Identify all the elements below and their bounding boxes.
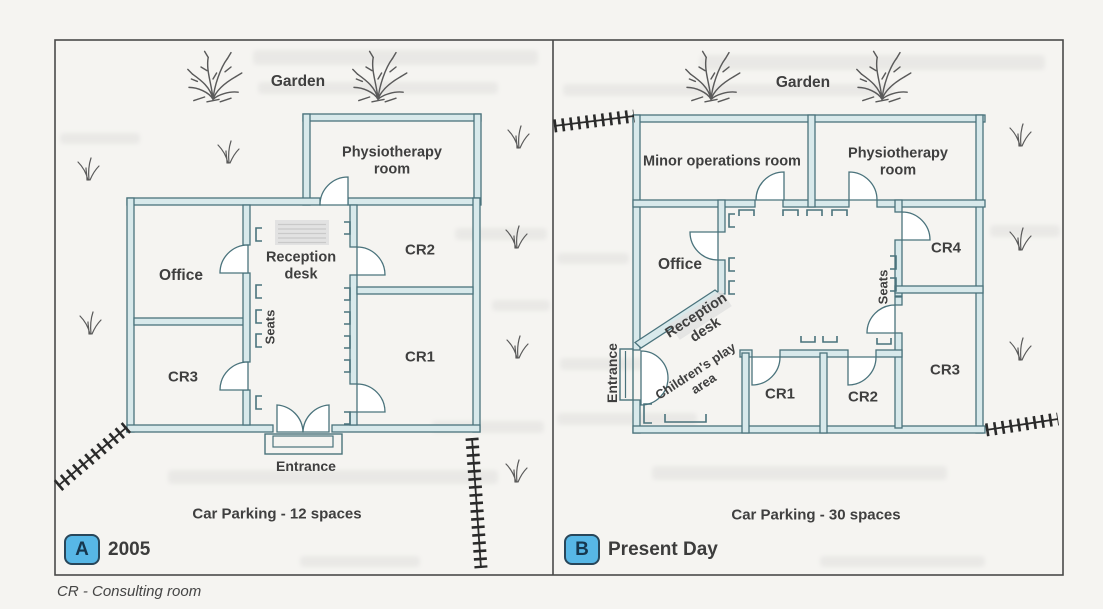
panel-b-reception-desk-hatch: [669, 290, 732, 340]
room-label-cr1-a: CR1: [404, 348, 436, 366]
fence-b-bottom-right: [985, 412, 1059, 437]
room-label-office-b: Office: [658, 256, 702, 274]
garden-label-b: Garden: [775, 74, 831, 92]
entrance-label-a: Entrance: [276, 457, 336, 474]
panel-b-doors: [640, 171, 931, 406]
panel-b-seats-brackets: [728, 209, 897, 345]
panel-b-title: Present Day: [608, 539, 718, 560]
panel-a-walls: [126, 113, 482, 433]
panel-a-entrance-porch: [264, 433, 343, 455]
bleed-smudge: [258, 82, 498, 94]
entrance-door-left-a: [276, 404, 304, 433]
panel-b-walls: [632, 114, 986, 434]
room-label-cr2-b: CR2: [847, 388, 879, 406]
fence-a-right: [465, 437, 488, 569]
door-cr2-a: [356, 246, 386, 276]
garden-label-a: Garden: [270, 73, 326, 91]
bleed-smudge: [557, 413, 697, 425]
bleed-smudge: [300, 556, 420, 567]
room-label-office-a: Office: [159, 267, 203, 285]
door-physiotherapy-a: [319, 176, 349, 206]
seats-label-b: Seats: [875, 269, 891, 305]
panel-b-badge-letter: B: [575, 538, 589, 560]
bleed-smudge: [557, 253, 629, 264]
room-label-cr1-b: CR1: [764, 385, 796, 403]
panel-a-reception-desk-hatch: [275, 220, 329, 245]
room-label-physiotherapy-a: Physiotherapy room: [342, 144, 442, 177]
door-cr4-b: [901, 211, 931, 241]
diagram-frame: [54, 39, 1064, 576]
panel-b-entrance-stoop: [619, 348, 634, 401]
bleed-smudge: [563, 84, 893, 96]
car-parking-label-b: Car Parking - 30 spaces: [731, 506, 901, 524]
panel-a-title: 2005: [108, 539, 151, 560]
panel-a-badge: A: [64, 534, 100, 565]
bleed-smudge: [700, 55, 1045, 70]
door-office-b: [689, 231, 719, 261]
room-label-cr4-b: CR4: [930, 239, 962, 257]
door-cr3-a: [219, 361, 249, 391]
door-cr3-b: [866, 304, 896, 334]
legend-caption: CR - Consulting room: [57, 583, 202, 600]
fence-b-top-left: [553, 109, 635, 133]
room-label-physiotherapy-b: Physiotherapy room: [848, 145, 948, 178]
door-cr1-b: [751, 356, 781, 386]
panel-a-badge-letter: A: [75, 538, 89, 560]
room-label-cr3-b: CR3: [929, 361, 961, 379]
bleed-smudge: [652, 466, 947, 480]
room-label-minor-operations-b: Minor operations room: [643, 153, 801, 170]
door-office-a: [219, 244, 249, 274]
room-label-cr2-a: CR2: [404, 241, 436, 259]
entrance-door-right-a: [302, 404, 330, 433]
bleed-smudge: [820, 556, 985, 567]
panel-b-badge: B: [564, 534, 600, 565]
childrens-play-area-marks: [643, 403, 707, 424]
bleed-smudge: [492, 300, 550, 311]
bleed-smudge: [168, 470, 498, 484]
reception-desk-label-a: Reception desk: [265, 249, 337, 282]
fence-a-bottom-left: [53, 422, 132, 491]
bleed-smudge: [253, 50, 538, 65]
room-label-cr3-a: CR3: [167, 368, 199, 386]
car-parking-label-a: Car Parking - 12 spaces: [192, 505, 362, 523]
door-physiotherapy-b: [848, 171, 878, 201]
door-cr1-a: [356, 383, 386, 413]
panel-a-seats-brackets: [255, 221, 351, 425]
seats-label-a: Seats: [262, 309, 278, 345]
bleed-smudge: [990, 225, 1060, 237]
door-minor-operations-b: [755, 171, 785, 201]
entrance-label-b: Entrance: [603, 343, 620, 403]
bleed-smudge: [60, 133, 140, 144]
door-cr2-b: [847, 356, 877, 386]
panel-a-doors: [219, 176, 386, 433]
